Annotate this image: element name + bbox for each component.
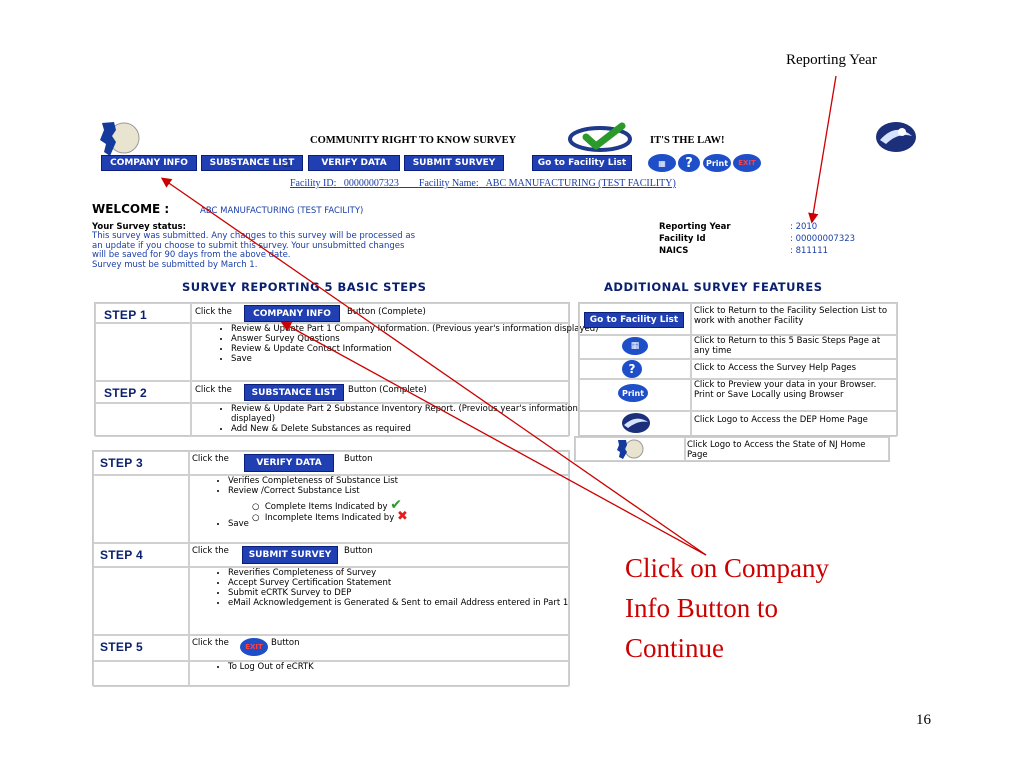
feature-text-dep: Click Logo to Access the DEP Home Page (694, 415, 868, 425)
list-item: Answer Survey Questions (231, 334, 603, 344)
print-icon[interactable]: Print (703, 154, 731, 172)
feature-dep-logo-icon[interactable] (620, 412, 652, 434)
list-item: To Log Out of eCRTK (228, 662, 600, 672)
dep-logo[interactable] (874, 120, 918, 154)
step-3-label: STEP 3 (100, 456, 143, 470)
step-4-submit-survey-button[interactable]: SUBMIT SURVEY (242, 546, 338, 564)
step-2-click-the: Click the (195, 385, 232, 395)
step-5-label: STEP 5 (100, 640, 143, 654)
naics-label: NAICS (659, 246, 689, 256)
page-number: 16 (916, 712, 931, 728)
welcome-label: WELCOME : (92, 202, 170, 216)
go-to-facility-list-button[interactable]: Go to Facility List (532, 155, 632, 171)
facility-id-label: Facility ID: (290, 178, 337, 189)
feature-go-to-facility-button[interactable]: Go to Facility List (584, 312, 684, 328)
help-icon[interactable]: ? (678, 154, 700, 172)
step-2-label: STEP 2 (104, 386, 147, 400)
step-3-list-end: Save (193, 519, 600, 529)
feature-text-nj: Click Logo to Access the State of NJ Hom… (687, 440, 866, 460)
step-5-click-the: Click the (192, 638, 229, 648)
substance-list-nav-button[interactable]: SUBSTANCE LIST (201, 155, 303, 171)
facility-id-info-label: Facility Id (659, 234, 706, 244)
list-item: Save (228, 519, 600, 529)
list-item: Reverifies Completeness of Survey (228, 568, 600, 578)
callout-line: Click on Company (625, 553, 829, 583)
list-item: Submit eCRTK Survey to DEP (228, 588, 600, 598)
step-4-list: Reverifies Completeness of Survey Accept… (193, 568, 600, 608)
step-3-verify-data-button[interactable]: VERIFY DATA (244, 454, 334, 472)
facility-info-line: Facility ID: 00000007323 Facility Name: … (290, 178, 676, 189)
facility-name-value: ABC MANUFACTURING (TEST FACILITY) (485, 178, 676, 189)
feature-text-steps: Click to Return to this 5 Basic Steps Pa… (694, 336, 881, 356)
nj-state-logo[interactable] (92, 118, 144, 158)
facility-name-label: Facility Name: (418, 178, 479, 189)
step-1-company-info-button[interactable]: COMPANY INFO (244, 305, 340, 322)
arrow-reporting-year (808, 75, 837, 224)
callout-text: Click on Company Info Button to Continue (625, 548, 829, 668)
welcome-name: ABC MANUFACTURING (TEST FACILITY) (200, 206, 364, 216)
survey-status-text: This survey was submitted. Any changes t… (92, 231, 415, 270)
list-item: Review & Update Part 1 Company Informati… (231, 324, 603, 334)
header-title: COMMUNITY RIGHT TO KNOW SURVEY (310, 135, 517, 146)
header-slogan: IT'S THE LAW! (650, 135, 725, 146)
status-line: Survey must be submitted by March 1. (92, 259, 258, 270)
feature-help-icon[interactable]: ? (622, 360, 642, 378)
reporting-year-label: Reporting Year (659, 222, 731, 232)
dep-logo-icon (876, 122, 916, 152)
company-info-nav-button[interactable]: COMPANY INFO (101, 155, 197, 171)
step-2-after: Button (Complete) (348, 385, 427, 395)
reporting-year-annotation: Reporting Year (786, 52, 877, 68)
naics-value: : 811111 (790, 246, 829, 256)
steps-home-icon[interactable]: ▦ (648, 154, 676, 172)
list-item: Review /Correct Substance List (228, 486, 600, 496)
survey-status-title: Your Survey status: (92, 222, 187, 232)
list-item: Add New & Delete Substances as required (231, 424, 603, 434)
step-5-exit-button[interactable]: EXIT (240, 638, 268, 656)
step-2-list: Review & Update Part 2 Substance Invento… (196, 404, 603, 434)
list-item: Review & Update Part 2 Substance Invento… (231, 404, 603, 424)
submit-survey-nav-button[interactable]: SUBMIT SURVEY (404, 155, 504, 171)
step-3-after: Button (344, 454, 373, 464)
feature-nj-logo-icon[interactable] (612, 438, 646, 460)
nj-logo-icon (100, 122, 140, 156)
feature-print-icon[interactable]: Print (618, 384, 648, 402)
steps-heading: SURVEY REPORTING 5 BASIC STEPS (182, 280, 427, 294)
step-4-after: Button (344, 546, 373, 556)
reporting-year-value: : 2010 (790, 222, 818, 232)
step-1-after: Button (Complete) (347, 307, 426, 317)
step-3-click-the: Click the (192, 454, 229, 464)
feature-text-print: Click to Preview your data in your Brows… (694, 380, 877, 400)
step-1-click-the: Click the (195, 307, 232, 317)
list-item: Save (231, 354, 603, 364)
step-4-click-the: Click the (192, 546, 229, 556)
features-heading: ADDITIONAL SURVEY FEATURES (604, 280, 823, 294)
facility-id-value: 00000007323 (343, 178, 399, 189)
step-5-after: Button (271, 638, 300, 648)
list-item: eMail Acknowledgement is Generated & Sen… (228, 598, 600, 608)
step-1-label: STEP 1 (104, 308, 147, 322)
list-item: Verifies Completeness of Substance List (228, 476, 600, 486)
exit-icon[interactable]: EXIT (733, 154, 761, 172)
list-item: Review & Update Contact Information (231, 344, 603, 354)
checkmark-logo-icon (566, 122, 636, 152)
feature-steps-icon[interactable]: ▦ (622, 337, 648, 355)
callout-line: Continue (625, 633, 724, 663)
step-5-list: To Log Out of eCRTK (193, 662, 600, 672)
step-4-label: STEP 4 (100, 548, 143, 562)
list-item: Accept Survey Certification Statement (228, 578, 600, 588)
feature-text-facility: Click to Return to the Facility Selectio… (694, 306, 888, 326)
callout-line: Info Button to (625, 593, 778, 623)
step-1-list: Review & Update Part 1 Company Informati… (196, 324, 603, 364)
pointer-cursor-icon: ☝ (283, 156, 291, 170)
step-2-substance-list-button[interactable]: SUBSTANCE LIST (244, 384, 344, 401)
step-3-list: Verifies Completeness of Substance List … (193, 476, 600, 496)
verify-data-nav-button[interactable]: VERIFY DATA (308, 155, 400, 171)
facility-id-info-value: : 00000007323 (790, 234, 856, 244)
feature-text-help: Click to Access the Survey Help Pages (694, 363, 856, 373)
